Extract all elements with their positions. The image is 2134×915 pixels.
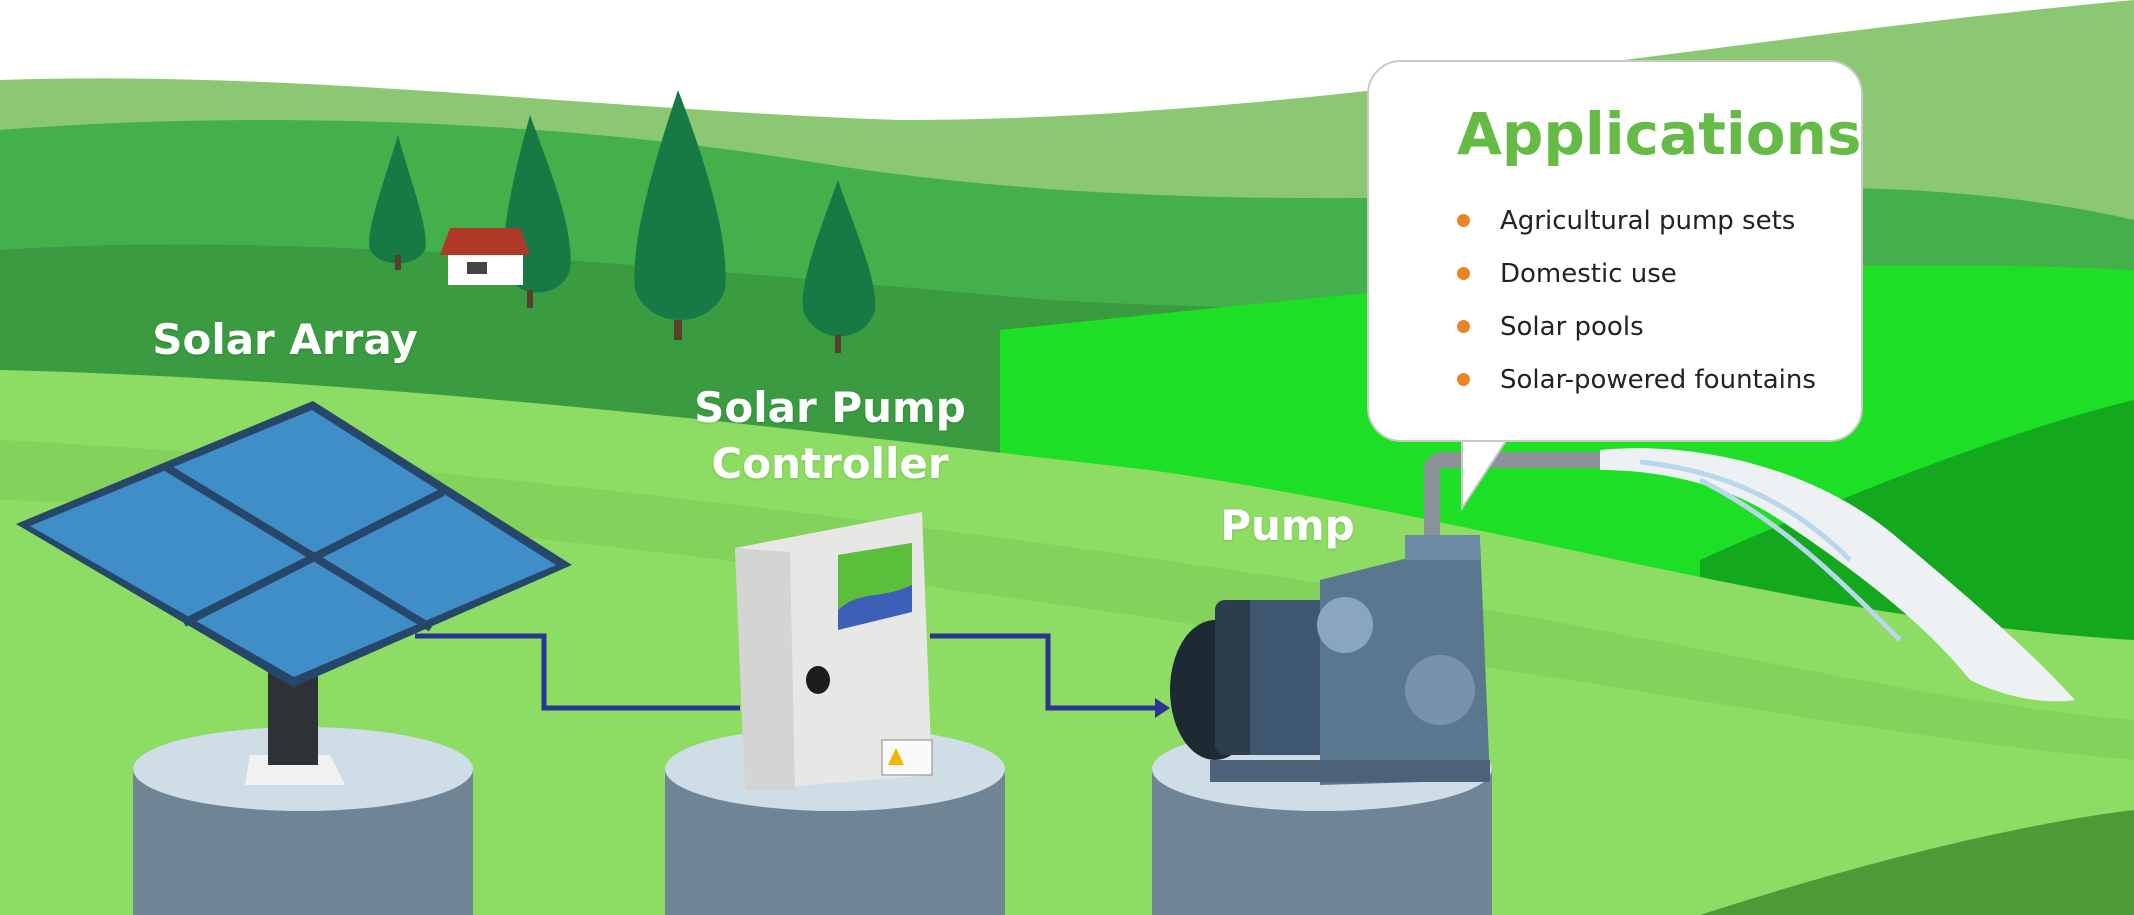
tree-icon (369, 90, 876, 353)
pump-label: Pump (1220, 501, 1355, 550)
wire-panel-to-controller (415, 633, 740, 711)
list-item: Agricultural pump sets (1457, 194, 1816, 247)
pipe-icon (1424, 452, 1606, 540)
list-item: Solar pools (1457, 300, 1816, 353)
list-item: Domestic use (1457, 247, 1816, 300)
applications-callout: Applications Agricultural pump sets Dome… (1367, 60, 1863, 442)
wire-arrow-icon (1155, 698, 1170, 718)
solar-panel-icon (16, 401, 572, 785)
pump-icon (1170, 535, 1490, 785)
bullet-icon (1457, 373, 1470, 386)
solar-array-label: Solar Array (152, 315, 418, 364)
list-item-text: Solar-powered fountains (1500, 364, 1816, 395)
water-stream-icon (1600, 448, 2075, 702)
bullet-icon (1457, 320, 1470, 333)
controller-label-line2: Controller (711, 439, 949, 488)
solar-pump-controller-label: Solar Pump Controller (660, 380, 1000, 492)
house-icon (440, 228, 530, 285)
bullet-icon (1457, 267, 1470, 280)
list-item-text: Agricultural pump sets (1500, 205, 1796, 236)
controller-label-line1: Solar Pump (694, 383, 966, 432)
bubble-tail (1461, 438, 1509, 512)
list-item-text: Domestic use (1500, 258, 1677, 289)
list-item: Solar-powered fountains (1457, 353, 1816, 406)
list-item-text: Solar pools (1500, 311, 1644, 342)
ground-band (0, 440, 2134, 760)
controller-box-icon (735, 512, 933, 790)
applications-title: Applications (1457, 100, 1862, 168)
right-dark-ground (1700, 810, 2134, 915)
wire-controller-to-pump (930, 633, 1155, 711)
bullet-icon (1457, 214, 1470, 227)
applications-list: Agricultural pump sets Domestic use Sola… (1457, 194, 1816, 406)
